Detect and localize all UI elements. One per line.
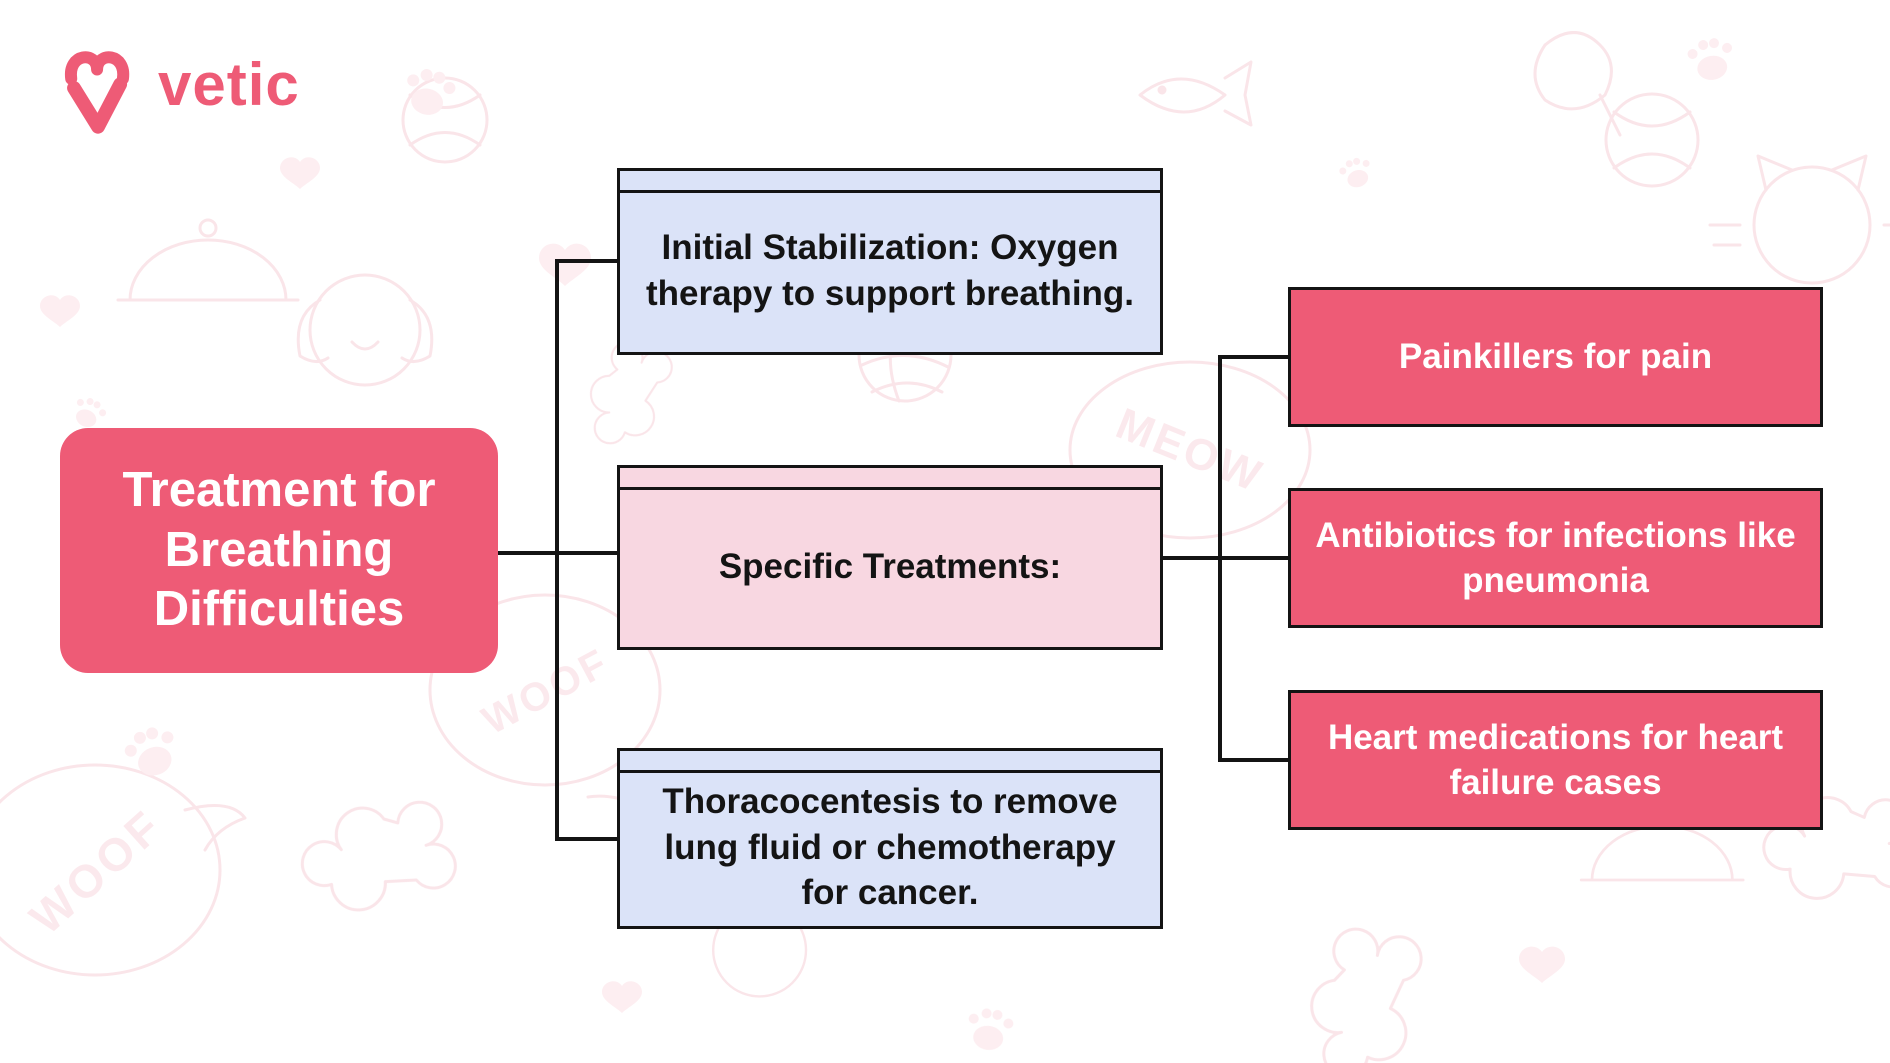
middle-node-thoracocentesis: Thoracocentesis to remove lung fluid or … bbox=[617, 748, 1163, 929]
cat-face-icon bbox=[1708, 154, 1890, 285]
leaf-node-label: Painkillers for pain bbox=[1398, 337, 1713, 377]
connector-left-branch-top bbox=[555, 259, 617, 263]
woof-text: WOOF bbox=[475, 640, 616, 743]
node-header-divider bbox=[620, 770, 1160, 773]
node-header-divider bbox=[620, 190, 1160, 193]
bird-icon bbox=[1533, 31, 1622, 137]
middle-node-label: Initial Stabilization: Oxygen therapy to… bbox=[645, 228, 1135, 313]
brand-name: vetic bbox=[158, 51, 300, 118]
connector-right-spine bbox=[1218, 355, 1222, 762]
bone-icon bbox=[300, 800, 457, 912]
connector-right-branch-bottom bbox=[1218, 758, 1288, 762]
ball-icon bbox=[401, 76, 489, 164]
leaf-node-painkillers: Painkillers for pain bbox=[1288, 287, 1823, 427]
fish-icon bbox=[1138, 60, 1253, 127]
leaf-node-heart-medications: Heart medications for heart failure case… bbox=[1288, 690, 1823, 830]
root-node-treatment: Treatment for Breathing Difficulties bbox=[60, 428, 498, 673]
middle-node-initial-stabilization: Initial Stabilization: Oxygen therapy to… bbox=[617, 168, 1163, 355]
connector-right-branch-top bbox=[1218, 355, 1288, 359]
middle-node-specific-treatments: Specific Treatments: bbox=[617, 465, 1163, 650]
root-node-label: Treatment for Breathing Difficulties bbox=[122, 462, 436, 637]
pet-food-cloche-icon bbox=[116, 218, 300, 302]
ball-icon bbox=[1604, 92, 1700, 188]
leaf-node-label: Heart medications for heart failure case… bbox=[1327, 717, 1784, 803]
connector-right-horizontal bbox=[1163, 556, 1288, 560]
node-header-divider bbox=[620, 487, 1160, 490]
leaf-node-antibiotics: Antibiotics for infections like pneumoni… bbox=[1288, 488, 1823, 628]
leaf-node-label: Antibiotics for infections like pneumoni… bbox=[1315, 515, 1796, 601]
middle-node-label: Thoracocentesis to remove lung fluid or … bbox=[662, 782, 1118, 913]
woof-speech-bubble: WOOF bbox=[0, 763, 247, 977]
connector-left-branch-bottom bbox=[555, 837, 617, 841]
dog-face-icon bbox=[296, 273, 434, 387]
middle-node-label: Specific Treatments: bbox=[718, 546, 1062, 586]
vetic-heart-v-icon bbox=[65, 51, 130, 134]
woof-text: WOOF bbox=[20, 799, 173, 944]
brand-logo: vetic bbox=[58, 40, 300, 136]
connector-left-spine bbox=[555, 259, 559, 841]
bone-icon bbox=[1310, 927, 1423, 1063]
